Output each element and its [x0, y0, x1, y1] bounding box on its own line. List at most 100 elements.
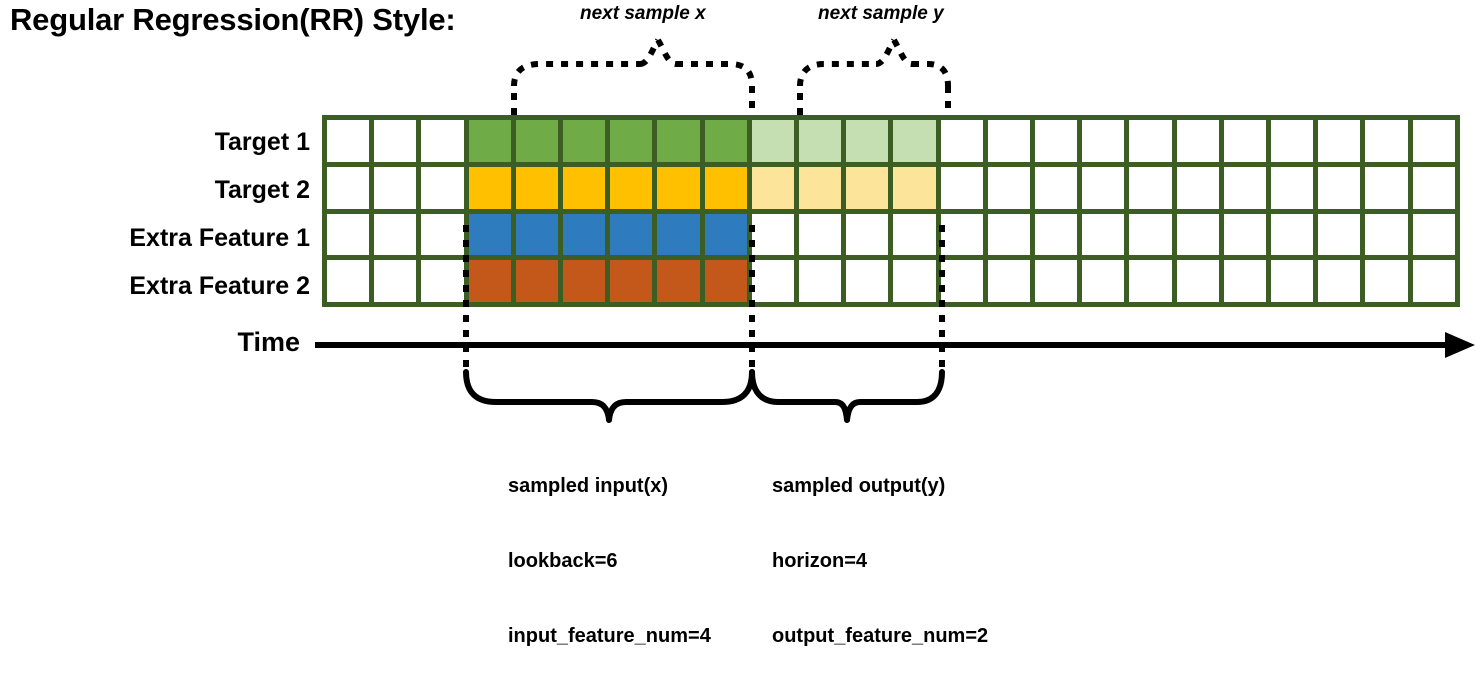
grid-cell-blank	[1082, 166, 1125, 209]
grid-cell-blank	[1082, 213, 1125, 256]
grid-cell-input	[610, 120, 653, 162]
grid-cell-input	[704, 213, 747, 256]
grid-cell-input	[515, 120, 559, 162]
row-label-extra-feature-1: Extra Feature 1	[129, 224, 310, 252]
grid-cell-blank	[1365, 260, 1408, 302]
annotation-next-sample-y: next sample y	[818, 3, 944, 24]
grid-cell-output	[893, 120, 936, 162]
grid-cell-blank	[940, 166, 983, 209]
grid-cell-input	[515, 166, 559, 209]
grid-cell-blank	[1129, 260, 1172, 302]
grid-cell-blank	[1176, 120, 1219, 162]
grid-cell-input	[515, 260, 559, 302]
timeseries-grid	[322, 115, 1460, 307]
time-axis-arrow	[315, 332, 1475, 358]
row-label-target-2: Target 2	[214, 176, 310, 204]
grid-cell-blank	[987, 166, 1031, 209]
grid-cell-blank	[374, 166, 417, 209]
grid-cell-input	[563, 260, 606, 302]
grid-cell-blank	[1176, 260, 1219, 302]
grid-cell-blank	[940, 260, 983, 302]
annotation-next-sample-x: next sample x	[580, 3, 706, 24]
caption-output-line-3: output_feature_num=2	[772, 625, 989, 647]
grid-cell-input	[515, 213, 559, 256]
grid-cell-blank	[421, 213, 464, 256]
grid-cell-blank	[1365, 213, 1408, 256]
grid-cell-blank	[987, 213, 1031, 256]
grid-cell-blank	[1271, 213, 1314, 256]
grid-row	[327, 213, 1455, 256]
grid-row	[327, 166, 1455, 209]
grid-cell-blank	[799, 260, 842, 302]
grid-cell-blank	[1035, 120, 1078, 162]
grid-cell-blank	[1365, 166, 1408, 209]
caption-input-line-2: lookback=6	[508, 550, 618, 572]
grid-row	[327, 260, 1455, 302]
grid-cell-blank	[1412, 120, 1455, 162]
grid-cell-blank	[374, 120, 417, 162]
curly-brace-sampled-output	[749, 369, 945, 423]
caption-input-line-1: sampled input(x)	[508, 475, 669, 497]
grid-cell-blank	[987, 260, 1031, 302]
grid-cell-input	[704, 166, 747, 209]
grid-cell-blank	[1318, 120, 1361, 162]
grid-cell-input	[563, 213, 606, 256]
curly-brace-sampled-input	[463, 369, 755, 423]
grid-cell-blank	[1176, 213, 1219, 256]
time-axis-label: Time	[237, 327, 300, 357]
row-label-extra-feature-2: Extra Feature 2	[129, 272, 310, 300]
page-title: Regular Regression(RR) Style:	[10, 2, 456, 37]
grid-cell-output	[846, 166, 889, 209]
grid-cell-input	[468, 166, 511, 209]
grid-cell-blank	[987, 120, 1031, 162]
grid-cell-blank	[327, 166, 370, 209]
grid-cell-blank	[1412, 260, 1455, 302]
caption-output-line-1: sampled output(y)	[772, 475, 946, 497]
grid-cell-input	[657, 213, 700, 256]
caption-sampled-input: sampled input(x) lookback=6 input_featur…	[508, 424, 711, 699]
grid-cell-blank	[1035, 166, 1078, 209]
grid-cell-blank	[1271, 166, 1314, 209]
grid-cell-blank	[846, 213, 889, 256]
grid-cell-blank	[1082, 260, 1125, 302]
grid-cell-blank	[1412, 166, 1455, 209]
grid-cell-blank	[374, 260, 417, 302]
grid-cell-blank	[1035, 213, 1078, 256]
grid-cell-blank	[940, 213, 983, 256]
grid-cell-input	[704, 120, 747, 162]
grid-cell-output	[751, 120, 795, 162]
grid-cell-blank	[1082, 120, 1125, 162]
grid-cell-input	[704, 260, 747, 302]
grid-cell-blank	[1129, 120, 1172, 162]
grid-cell-input	[563, 166, 606, 209]
grid-cell-input	[610, 260, 653, 302]
grid-cell-blank	[751, 213, 795, 256]
grid-cell-blank	[1223, 120, 1267, 162]
caption-output-line-2: horizon=4	[772, 550, 868, 572]
grid-cell-blank	[893, 260, 936, 302]
grid-cell-blank	[421, 166, 464, 209]
caption-sampled-output: sampled output(y) horizon=4 output_featu…	[772, 424, 988, 699]
dotted-brace-next-sample-x	[511, 38, 755, 115]
grid-row	[327, 120, 1455, 162]
grid-cell-blank	[327, 120, 370, 162]
grid-cell-blank	[1365, 120, 1408, 162]
grid-cell-blank	[1318, 213, 1361, 256]
grid-cell-output	[799, 120, 842, 162]
grid-cell-blank	[1129, 213, 1172, 256]
grid-cell-blank	[1271, 260, 1314, 302]
dotted-brace-next-sample-y	[797, 38, 951, 115]
grid-cell-output	[751, 166, 795, 209]
grid-cell-input	[610, 166, 653, 209]
grid-cell-input	[657, 166, 700, 209]
grid-cell-input	[563, 120, 606, 162]
grid-cell-blank	[1318, 166, 1361, 209]
grid-cell-output	[893, 166, 936, 209]
grid-cell-blank	[421, 260, 464, 302]
caption-input-line-3: input_feature_num=4	[508, 625, 711, 647]
grid-cell-blank	[846, 260, 889, 302]
diagram-canvas: Regular Regression(RR) Style: next sampl…	[10, 2, 1475, 647]
grid-cell-input	[468, 260, 511, 302]
grid-cell-blank	[1223, 260, 1267, 302]
grid-cell-input	[610, 213, 653, 256]
